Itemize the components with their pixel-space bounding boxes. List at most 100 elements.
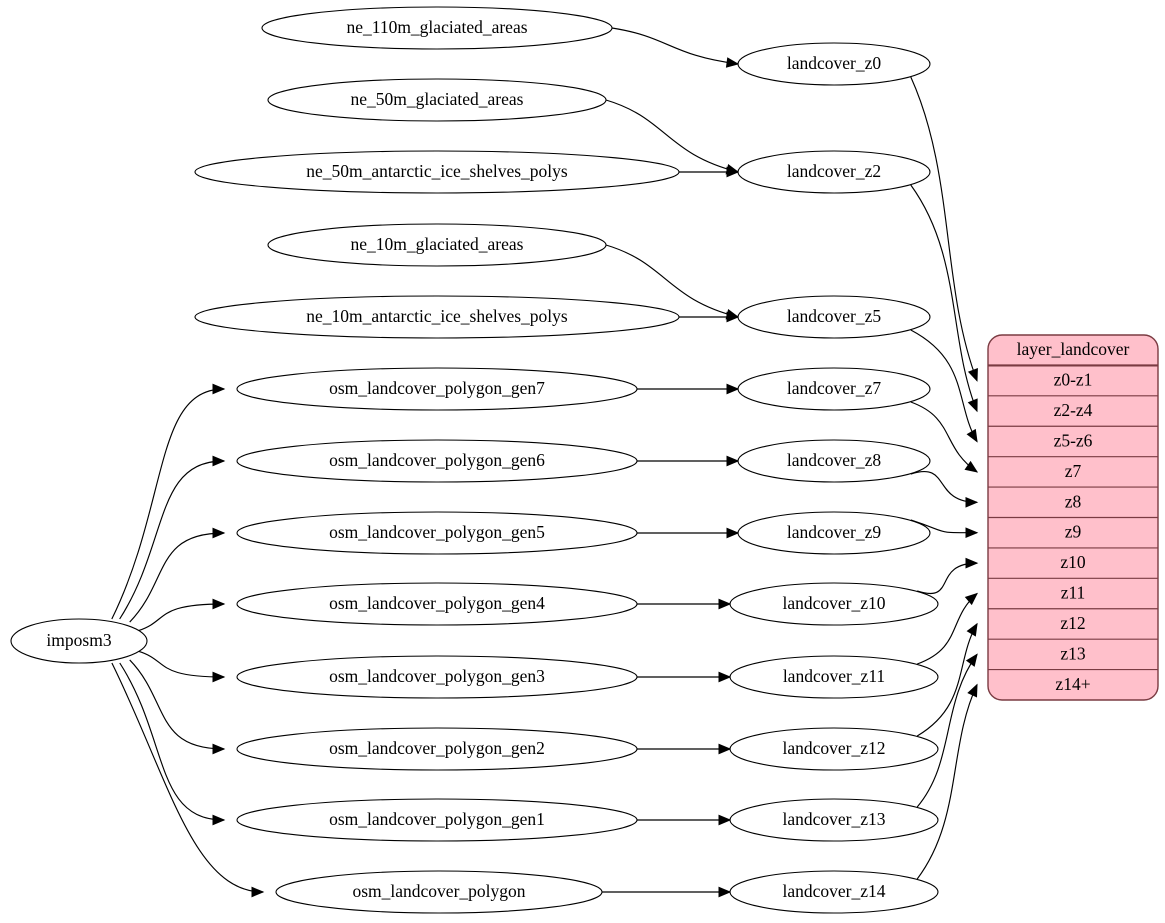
node-label: landcover_z10 [782, 593, 885, 613]
edge-landcover_z2-to-table-row-1 [910, 184, 978, 412]
source-table-ne_110m_glaciated_areas[interactable]: ne_110m_glaciated_areas [261, 6, 613, 50]
table-row-label-z13[interactable]: z13 [1060, 643, 1086, 663]
edge-imposm3-to-osm_landcover_polygon [111, 662, 264, 893]
landcover-node-landcover_z7[interactable]: landcover_z7 [737, 367, 931, 411]
arrow-head [965, 653, 978, 667]
node-label: imposm3 [46, 630, 111, 650]
table-header-label: layer_landcover [1017, 339, 1130, 359]
edge-imposm3-to-osm_landcover_polygon_gen1 [119, 662, 225, 821]
source-table-osm_landcover_polygon_gen1[interactable]: osm_landcover_polygon_gen1 [236, 798, 638, 842]
edge-imposm3-to-osm_landcover_polygon_gen2 [129, 659, 225, 750]
table-row-label-z0-z1[interactable]: z0-z1 [1054, 370, 1093, 390]
layer-table-layer_landcover[interactable]: layer_landcover z0-z1 z2-z4 z5-z6 z7 z8 z9 z10 z… [987, 334, 1159, 701]
arrow-head [212, 814, 226, 826]
node-ellipse[interactable] [737, 511, 931, 555]
node-ellipse[interactable] [737, 295, 931, 339]
source-table-ne_50m_antarctic_ice_shelves_polys[interactable]: ne_50m_antarctic_ice_shelves_polys [194, 150, 680, 194]
node-ellipse[interactable] [729, 798, 939, 842]
table-row-label-z12[interactable]: z12 [1060, 613, 1085, 633]
arrow-head [967, 683, 978, 698]
arrow-head [251, 886, 265, 898]
edge-imposm3-to-osm_landcover_polygon_gen5 [129, 532, 225, 623]
node-ellipse[interactable] [10, 618, 148, 664]
node-ellipse[interactable] [236, 655, 638, 699]
arrow-head [718, 598, 732, 610]
table-row-label-z9[interactable]: z9 [1065, 522, 1082, 542]
node-label: landcover_z5 [787, 306, 882, 326]
table-row-label-z5-z6[interactable]: z5-z6 [1054, 430, 1093, 450]
edge-landcover_z7-to-table-row-3 [910, 401, 978, 473]
node-label: ne_50m_glaciated_areas [351, 89, 524, 109]
source-table-osm_landcover_polygon_gen5[interactable]: osm_landcover_polygon_gen5 [236, 511, 638, 555]
node-ellipse[interactable] [729, 582, 939, 626]
node-ellipse[interactable] [729, 655, 939, 699]
node-label: osm_landcover_polygon_gen2 [329, 738, 545, 758]
node-ellipse[interactable] [194, 150, 680, 194]
node-ellipse[interactable] [267, 78, 607, 122]
node-ellipse[interactable] [275, 870, 603, 914]
arrow-head [718, 814, 732, 826]
table-row-label-z2-z4[interactable]: z2-z4 [1054, 400, 1093, 420]
node-ellipse[interactable] [236, 367, 638, 411]
landcover-node-landcover_z11[interactable]: landcover_z11 [729, 655, 939, 699]
node-ellipse[interactable] [236, 582, 638, 626]
landcover-node-landcover_z10[interactable]: landcover_z10 [729, 582, 939, 626]
arrow-head [966, 622, 978, 637]
node-ellipse[interactable] [236, 511, 638, 555]
source-table-osm_landcover_polygon[interactable]: osm_landcover_polygon [275, 870, 603, 914]
node-ellipse[interactable] [737, 439, 931, 483]
node-ellipse[interactable] [236, 798, 638, 842]
node-label: osm_landcover_polygon_gen1 [329, 809, 545, 829]
arrow-head [964, 460, 979, 473]
arrow-head [726, 383, 740, 395]
landcover-node-landcover_z2[interactable]: landcover_z2 [737, 150, 931, 194]
table-row-label-z11[interactable]: z11 [1061, 583, 1086, 603]
table-row-label-z10[interactable]: z10 [1060, 552, 1086, 572]
source-table-ne_50m_glaciated_areas[interactable]: ne_50m_glaciated_areas [267, 78, 607, 122]
edge-landcover_z5-to-table-row-2 [910, 329, 978, 442]
landcover-node-landcover_z12[interactable]: landcover_z12 [729, 727, 939, 771]
arrow-head [726, 527, 740, 539]
landcover-node-landcover_z8[interactable]: landcover_z8 [737, 439, 931, 483]
node-label: ne_10m_antarctic_ice_shelves_polys [306, 306, 568, 326]
node-label: osm_landcover_polygon_gen5 [329, 522, 545, 542]
landcover-node-landcover_z5[interactable]: landcover_z5 [737, 295, 931, 339]
node-ellipse[interactable] [267, 223, 607, 267]
source-table-osm_landcover_polygon_gen4[interactable]: osm_landcover_polygon_gen4 [236, 582, 638, 626]
node-ellipse[interactable] [261, 6, 613, 50]
arrow-head [212, 743, 226, 755]
table-row-label-z7[interactable]: z7 [1065, 461, 1082, 481]
table-row-label-z14+[interactable]: z14+ [1055, 674, 1090, 694]
edge-ne110-to-z0 [611, 27, 739, 65]
source-table-osm_landcover_polygon_gen7[interactable]: osm_landcover_polygon_gen7 [236, 367, 638, 411]
landcover-node-landcover_z13[interactable]: landcover_z13 [729, 798, 939, 842]
node-label: ne_50m_antarctic_ice_shelves_polys [306, 161, 568, 181]
node-ellipse[interactable] [737, 150, 931, 194]
edge-landcover_z8-to-table-row-4 [910, 471, 978, 503]
node-ellipse[interactable] [194, 295, 680, 339]
table-row-label-z8[interactable]: z8 [1065, 491, 1082, 511]
node-ellipse[interactable] [729, 727, 939, 771]
source-table-ne_10m_antarctic_ice_shelves_polys[interactable]: ne_10m_antarctic_ice_shelves_polys [194, 295, 680, 339]
source-table-ne_10m_glaciated_areas[interactable]: ne_10m_glaciated_areas [267, 223, 607, 267]
node-ellipse[interactable] [737, 367, 931, 411]
landcover-node-landcover_z0[interactable]: landcover_z0 [737, 42, 931, 86]
arrow-head [726, 455, 740, 467]
arrow-head [718, 886, 732, 898]
landcover-node-landcover_z9[interactable]: landcover_z9 [737, 511, 931, 555]
source-table-osm_landcover_polygon_gen3[interactable]: osm_landcover_polygon_gen3 [236, 655, 638, 699]
source-table-osm_landcover_polygon_gen2[interactable]: osm_landcover_polygon_gen2 [236, 727, 638, 771]
node-ellipse[interactable] [236, 727, 638, 771]
source-table-osm_landcover_polygon_gen6[interactable]: osm_landcover_polygon_gen6 [236, 439, 638, 483]
arrow-head [725, 57, 740, 68]
node-ellipse[interactable] [737, 42, 931, 86]
node-label: landcover_z13 [782, 809, 885, 829]
node-ellipse[interactable] [729, 870, 939, 914]
node-ellipse[interactable] [236, 439, 638, 483]
landcover-node-landcover_z14[interactable]: landcover_z14 [729, 870, 939, 914]
arrow-head [967, 367, 978, 382]
edge-landcover_z12-to-table-row-8 [916, 623, 978, 737]
importer-imposm3[interactable]: imposm3 [10, 618, 148, 664]
